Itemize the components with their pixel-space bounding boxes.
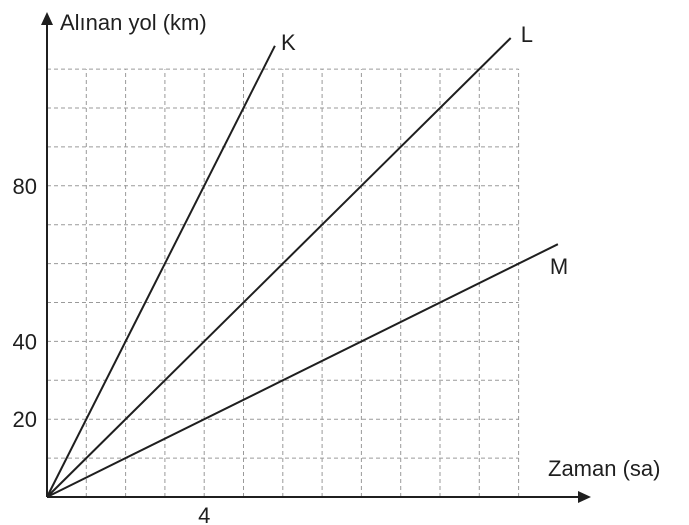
x-axis-label: Zaman (sa) (548, 456, 660, 481)
series-line-k (46, 45, 276, 498)
series-labels: K L M (281, 22, 568, 279)
axes (41, 12, 591, 503)
series-lines (46, 37, 559, 498)
series-label-k: K (281, 30, 296, 55)
x-axis-arrow (578, 491, 591, 503)
x-tick-label: 4 (198, 503, 210, 525)
series-line-m (46, 243, 559, 498)
series-label-m: M (550, 254, 568, 279)
y-axis-arrow (41, 12, 53, 25)
grid (47, 68, 520, 497)
tick-labels: 20 40 80 4 (13, 174, 211, 525)
y-axis-label: Alınan yol (km) (60, 10, 207, 35)
series-line-l (46, 37, 512, 498)
series-label-l: L (521, 22, 533, 47)
y-tick-label: 80 (13, 174, 37, 199)
y-tick-label: 40 (13, 329, 37, 354)
y-tick-label: 20 (13, 407, 37, 432)
